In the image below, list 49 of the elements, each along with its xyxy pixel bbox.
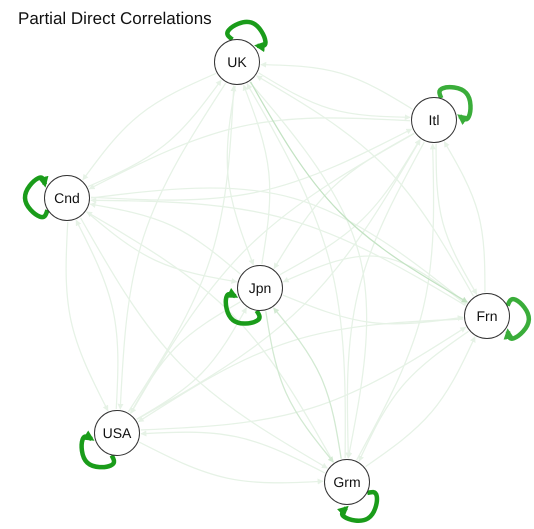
arrow <box>435 144 478 295</box>
arrow <box>280 138 421 276</box>
arrow <box>365 336 476 468</box>
arrow <box>345 142 425 459</box>
arrow <box>136 307 247 420</box>
arrow <box>130 301 241 414</box>
arrow <box>444 141 486 292</box>
self-loop-arrow <box>504 296 532 341</box>
country-node: Jpn <box>237 265 283 311</box>
arrow <box>86 211 238 284</box>
arrow <box>82 72 216 180</box>
self-loop-arrow <box>22 175 50 220</box>
arrow <box>273 132 414 270</box>
arrow <box>138 318 464 422</box>
arrow <box>260 62 413 110</box>
arrow <box>249 82 368 459</box>
country-node: USA <box>94 410 140 456</box>
arrow <box>90 128 412 201</box>
self-loop-arrow <box>437 84 473 126</box>
self-loop-arrow <box>225 20 268 52</box>
country-node: UK <box>214 39 260 85</box>
self-loop-arrow <box>337 490 380 523</box>
arrow <box>258 72 411 120</box>
arrow <box>88 117 410 190</box>
self-loop-arrow <box>79 430 116 470</box>
arrow <box>138 442 324 485</box>
arrow <box>140 326 466 431</box>
arrow <box>282 255 466 305</box>
country-node: Grm <box>324 459 370 505</box>
arrow <box>118 82 226 410</box>
arrow <box>226 86 254 266</box>
arrow <box>88 80 222 188</box>
country-node: Itl <box>411 97 457 143</box>
chart-title: Partial Direct Correlations <box>18 9 212 29</box>
arrow <box>242 84 270 264</box>
arrow <box>65 222 108 412</box>
arrow <box>246 83 346 458</box>
arrow <box>282 294 464 324</box>
self-loop-arrow <box>224 288 262 326</box>
arrow <box>76 220 119 410</box>
arrow <box>273 307 342 459</box>
arrow <box>356 143 436 460</box>
arrow <box>128 85 236 412</box>
arrow <box>140 430 326 474</box>
arrow <box>90 202 241 275</box>
arrow <box>265 311 334 463</box>
arrow <box>358 330 469 462</box>
country-node: Frn <box>464 293 510 339</box>
country-node: Cnd <box>44 175 90 221</box>
